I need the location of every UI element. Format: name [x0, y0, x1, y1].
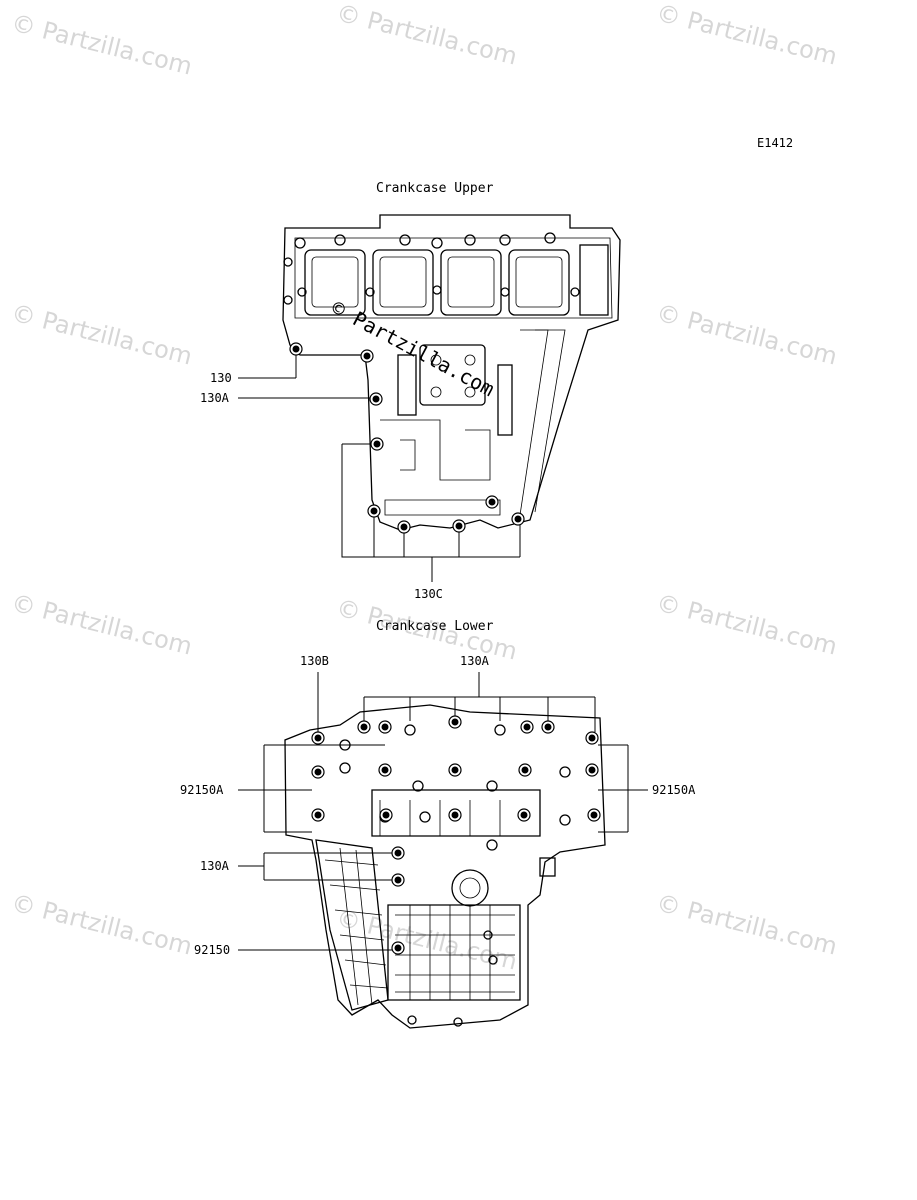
watermark: © Partzilla.com	[9, 889, 195, 961]
diagram-code: E1412	[757, 136, 793, 150]
label-130b: 130B	[300, 654, 329, 668]
crankcase-upper-bolts	[289, 342, 525, 534]
label-92150a-left: 92150A	[180, 783, 224, 797]
crankcase-lower-bolts	[311, 715, 601, 955]
center-watermark: © Partzilla.com	[328, 295, 499, 401]
upper-title: Crankcase Upper	[376, 181, 494, 196]
label-130a-upper: 130A	[200, 391, 230, 405]
crankcase-upper-leaders	[238, 355, 521, 582]
crankcase-lower-drawing	[284, 704, 606, 1029]
label-130c: 130C	[414, 587, 443, 601]
label-130a-lower-left: 130A	[200, 859, 230, 873]
label-92150: 92150	[194, 943, 230, 957]
label-92150a-right: 92150A	[652, 783, 696, 797]
label-130: 130	[210, 371, 232, 385]
label-130a-lower-top: 130A	[460, 654, 490, 668]
watermark: © Partzilla.com	[9, 299, 195, 371]
watermark: © Partzilla.com	[334, 904, 520, 976]
lower-title: Crankcase Lower	[376, 619, 494, 634]
watermark: © Partzilla.com	[334, 0, 520, 71]
watermark: © Partzilla.com	[654, 299, 840, 371]
watermark: © Partzilla.com	[654, 589, 840, 661]
crankcase-upper-drawing	[282, 214, 621, 531]
watermarks: © Partzilla.com © Partzilla.com © Partzi…	[9, 0, 840, 976]
watermark: © Partzilla.com	[9, 9, 195, 81]
watermark: © Partzilla.com	[654, 889, 840, 961]
crankcase-lower-leaders	[238, 672, 648, 951]
watermark: © Partzilla.com	[654, 0, 840, 71]
watermark: © Partzilla.com	[9, 589, 195, 661]
